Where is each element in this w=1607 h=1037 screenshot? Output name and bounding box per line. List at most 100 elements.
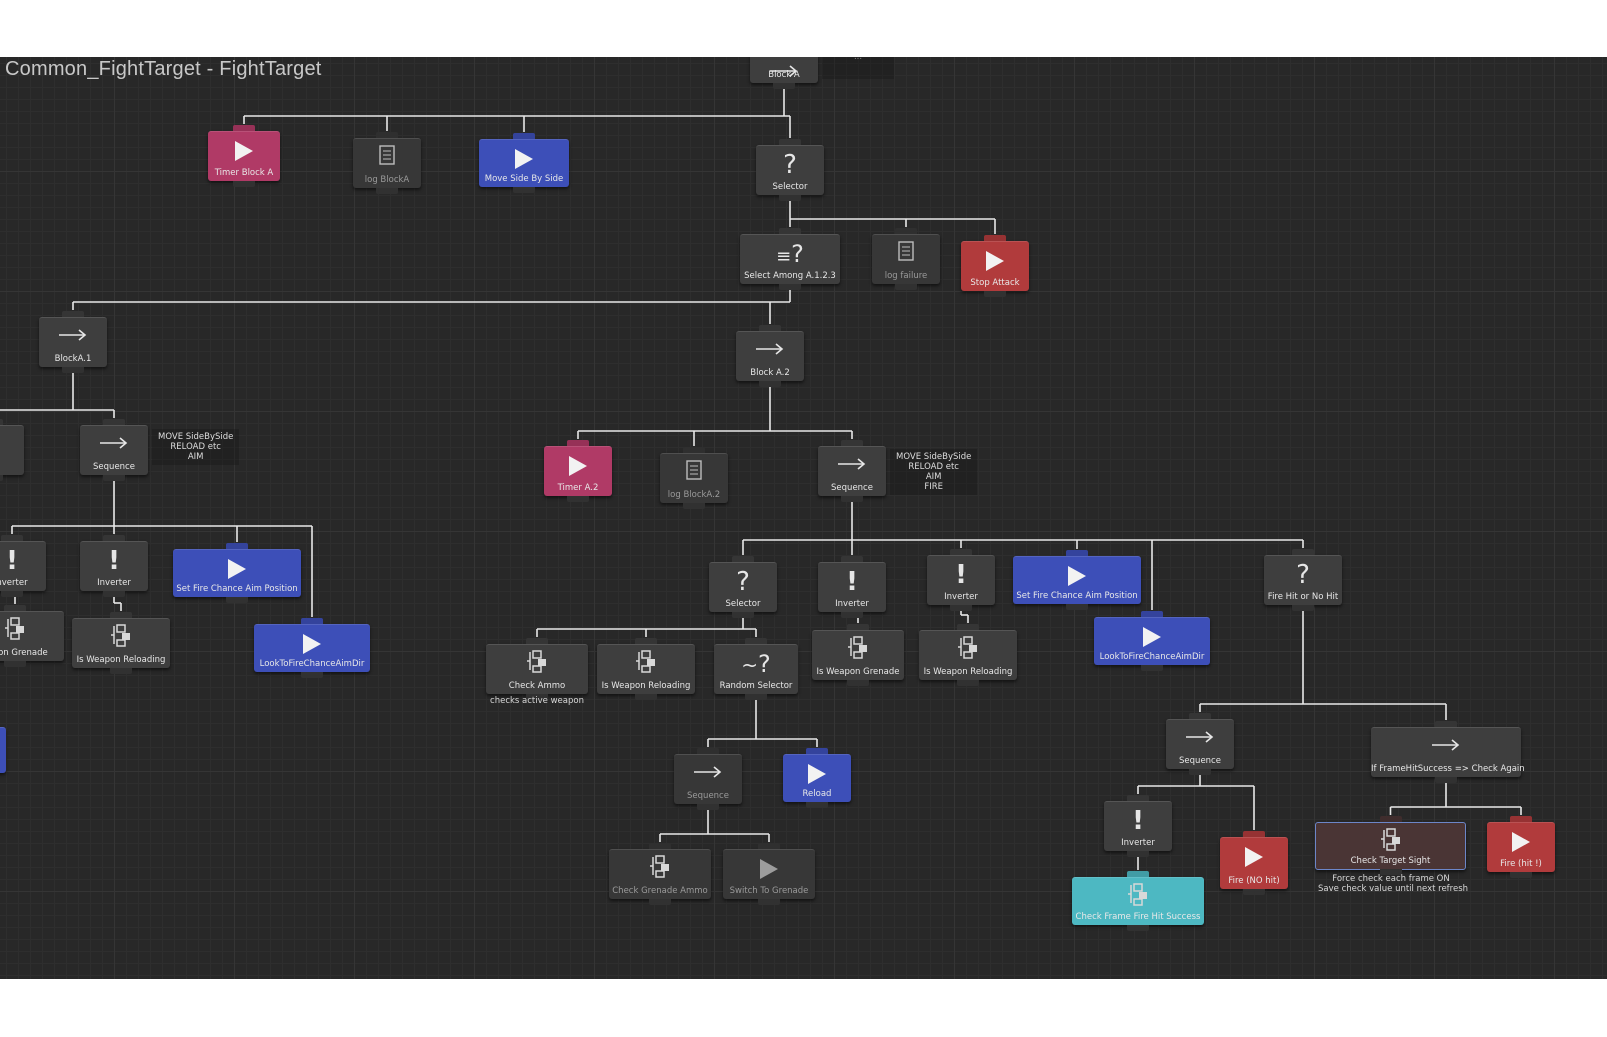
node-input-port[interactable] [1127, 871, 1149, 877]
node-input-port[interactable] [895, 228, 917, 234]
node-output-port[interactable] [62, 367, 84, 373]
node-move-side-by-side[interactable]: Move Side By Side [479, 133, 569, 193]
node-inv-mid2[interactable]: !Inverter [927, 549, 995, 611]
node-input-port[interactable] [233, 125, 255, 131]
node-output-port[interactable] [1189, 769, 1211, 775]
node-output-port[interactable] [526, 694, 548, 700]
node-output-port[interactable] [567, 496, 589, 502]
node-switch-to-grenade[interactable]: Switch To Grenade [723, 843, 815, 905]
node-input-port[interactable] [110, 612, 132, 618]
node-input-port[interactable] [745, 638, 767, 644]
node-input-port[interactable] [567, 440, 589, 446]
node-output-port[interactable] [950, 605, 972, 611]
node-output-port[interactable] [984, 291, 1006, 297]
node-input-port[interactable] [226, 543, 248, 549]
node-input-port[interactable] [103, 535, 125, 541]
node-output-port[interactable] [1066, 604, 1088, 610]
node-block-a2[interactable]: Block A.2 [736, 325, 804, 387]
node-look-mid[interactable]: LookToFireChanceAimDir [1094, 611, 1210, 671]
node-output-port[interactable] [1435, 777, 1457, 783]
node-look-left[interactable]: LookToFireChanceAimDir [254, 618, 370, 678]
node-set-fire-left[interactable]: Set Fire Chance Aim Position [173, 543, 301, 603]
node-input-port[interactable] [1379, 816, 1402, 822]
node-output-port[interactable] [0, 475, 3, 481]
node-input-port[interactable] [957, 624, 979, 630]
node-random-selector[interactable]: ~?Random Selector [714, 638, 798, 700]
node-input-port[interactable] [62, 311, 84, 317]
node-is-reload-mid2[interactable]: Is Weapon Reloading [919, 624, 1017, 686]
node-input-port[interactable] [1243, 831, 1265, 837]
node-input-port[interactable] [1141, 611, 1163, 617]
node-inv-right[interactable]: !Inverter [1104, 795, 1172, 857]
node-output-port[interactable] [1292, 605, 1314, 611]
node-stop-attack[interactable]: Stop Attack [961, 235, 1029, 297]
node-output-port[interactable] [758, 899, 780, 905]
node-input-port[interactable] [1066, 550, 1088, 556]
node-seq-right[interactable]: Sequence [1166, 713, 1234, 775]
node-output-port[interactable] [773, 83, 795, 89]
node-input-port[interactable] [841, 440, 863, 446]
node-output-port[interactable] [1127, 925, 1149, 931]
node-output-port[interactable] [4, 661, 26, 667]
node-input-port[interactable] [984, 235, 1006, 241]
node-output-port[interactable] [697, 804, 719, 810]
node-input-port[interactable] [649, 843, 671, 849]
node-input-port[interactable] [1189, 713, 1211, 719]
node-fire-no-hit[interactable]: Fire (NO hit) [1220, 831, 1288, 895]
node-output-port[interactable] [103, 475, 125, 481]
node-output-port[interactable] [732, 612, 754, 618]
node-block-a1[interactable]: BlockA.1 [39, 311, 107, 373]
node-log-block-a2[interactable]: log BlockA.2 [660, 447, 728, 509]
node-output-port[interactable] [957, 680, 979, 686]
node-output-port[interactable] [806, 802, 828, 808]
node-output-port[interactable] [683, 503, 705, 509]
node-is-grenade-mid[interactable]: Is Weapon Grenade [812, 624, 904, 686]
node-seq-left[interactable]: Sequence [80, 419, 148, 481]
node-input-port[interactable] [779, 139, 801, 145]
node-fire-hit[interactable]: Fire (hit !) [1487, 816, 1555, 878]
node-input-port[interactable] [635, 638, 657, 644]
node-timer-block-a[interactable]: Timer Block A [208, 125, 280, 187]
node-log-failure[interactable]: log failure [872, 228, 940, 290]
node-left-cut1[interactable]: .1 [0, 419, 24, 481]
node-input-port[interactable] [950, 549, 972, 555]
node-output-port[interactable] [635, 694, 657, 700]
node-output-port[interactable] [103, 591, 125, 597]
node-output-port[interactable] [745, 694, 767, 700]
node-reload[interactable]: Reload [783, 748, 851, 808]
node-if-frame-hit[interactable]: If FrameHitSuccess => Check Again [1371, 721, 1525, 783]
node-select-among[interactable]: ≡?Select Among A.1.2.3 [740, 228, 840, 290]
node-output-port[interactable] [1, 591, 23, 597]
node-output-port[interactable] [759, 381, 781, 387]
node-selector1[interactable]: ?Selector [756, 139, 824, 201]
graph-canvas[interactable]: Common_FightTarget - FightTarget Block A… [0, 57, 1607, 979]
node-input-port[interactable] [841, 556, 863, 562]
node-output-port[interactable] [1127, 851, 1149, 857]
node-is-reload-mid1[interactable]: Is Weapon Reloading [597, 638, 695, 700]
node-is-reload-left[interactable]: Is Weapon Reloading [72, 612, 170, 674]
node-check-grenade-ammo[interactable]: Check Grenade Ammo [609, 843, 711, 905]
node-input-port[interactable] [1510, 816, 1532, 822]
node-check-frame-fire[interactable]: Check Frame Fire Hit Success [1072, 871, 1204, 931]
node-seq-low[interactable]: Sequence [674, 748, 742, 810]
node-output-port[interactable] [1379, 869, 1402, 875]
node-seq-mid[interactable]: Sequence [818, 440, 886, 502]
node-input-port[interactable] [513, 133, 535, 139]
node-output-port[interactable] [233, 181, 255, 187]
node-output-port[interactable] [847, 680, 869, 686]
node-input-port[interactable] [103, 419, 125, 425]
node-output-port[interactable] [226, 597, 248, 603]
node-block-a[interactable]: Block A [750, 57, 818, 89]
node-output-port[interactable] [649, 899, 671, 905]
node-input-port[interactable] [0, 419, 3, 425]
node-input-port[interactable] [759, 325, 781, 331]
node-log-block-a[interactable]: log BlockA [353, 132, 421, 194]
node-output-port[interactable] [895, 284, 917, 290]
node-output-port[interactable] [841, 496, 863, 502]
node-input-port[interactable] [847, 624, 869, 630]
node-input-port[interactable] [697, 748, 719, 754]
node-input-port[interactable] [683, 447, 705, 453]
node-input-port[interactable] [779, 228, 801, 234]
node-inv-left1[interactable]: !nverter [0, 535, 46, 597]
node-output-port[interactable] [1141, 665, 1163, 671]
